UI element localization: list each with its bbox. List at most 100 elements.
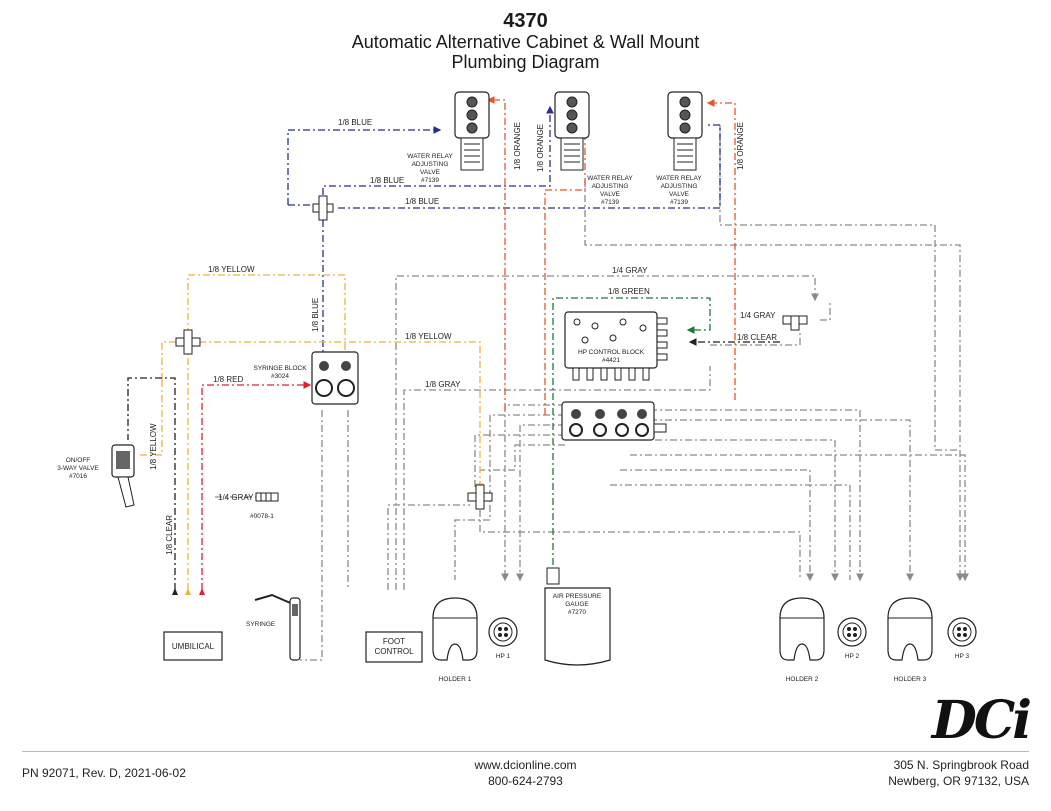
valve-1-label: WATER RELAY ADJUSTING VALVE #7139 (407, 153, 453, 184)
syringe-handpiece (254, 593, 301, 661)
svg-text:WATER RELAY: WATER RELAY (407, 153, 453, 160)
holder-1-label: HOLDER 1 (439, 676, 472, 683)
air-pressure-gauge (544, 567, 611, 666)
diagram-subtitle: Plumbing Diagram (451, 52, 600, 72)
label-clear-right: 1/8 CLEAR (737, 333, 777, 342)
barb-fitting (255, 492, 279, 502)
svg-text:#7139: #7139 (601, 199, 619, 206)
onoff-3way-valve (111, 444, 135, 508)
holder-3-shape (887, 597, 933, 661)
svg-text:HP CONTROL BLOCK: HP CONTROL BLOCK (578, 349, 645, 356)
part-number: PN 92071, Rev. D, 2021-06-02 (22, 766, 186, 780)
air-gauge-label: AIR PRESSURE GAUGE #7270 (553, 593, 602, 616)
blue-lines (287, 105, 721, 355)
svg-text:ADJUSTING: ADJUSTING (661, 183, 698, 190)
label-orange-3: 1/8 ORANGE (736, 122, 745, 170)
gray-tee-fitting (467, 484, 493, 510)
yellow-tee-fitting (175, 329, 201, 355)
svg-text:AIR PRESSURE: AIR PRESSURE (553, 593, 602, 600)
footer-divider (22, 751, 1029, 752)
water-relay-valve-3 (667, 91, 703, 171)
label-orange-2: 1/8 ORANGE (536, 124, 545, 172)
address: 305 N. Springbrook Road Newberg, OR 9713… (888, 757, 1029, 789)
holder-3-label: HOLDER 3 (894, 676, 927, 683)
label-yellow-top: 1/8 YELLOW (208, 265, 255, 274)
clear-lines (127, 338, 780, 590)
dci-logo: DCi (931, 690, 1032, 751)
svg-text:#3024: #3024 (271, 373, 289, 380)
svg-text:ON/OFF: ON/OFF (66, 457, 91, 464)
hp-control-block-label: HP CONTROL BLOCK #4421 (578, 349, 645, 364)
svg-text:WATER RELAY: WATER RELAY (587, 175, 633, 182)
holder-1-shape (432, 597, 478, 661)
syringe-block-label: SYRINGE BLOCK #3024 (253, 365, 307, 380)
svg-text:#7139: #7139 (670, 199, 688, 206)
foot-control-box (365, 631, 423, 663)
right-tee-fitting (782, 315, 808, 331)
svg-text:#4421: #4421 (602, 357, 620, 364)
umbilical-label: UMBILICAL (172, 642, 215, 651)
address-line-2: Newberg, OR 97132, USA (888, 774, 1029, 788)
label-yellow-mid: 1/8 YELLOW (405, 332, 452, 341)
label-red: 1/8 RED (213, 375, 243, 384)
manifold-block (561, 401, 667, 441)
title-block: 4370 Automatic Alternative Cabinet & Wal… (0, 10, 1051, 72)
hp-2-label: HP 2 (845, 653, 860, 660)
valve-2-label: WATER RELAY ADJUSTING VALVE #7139 (587, 175, 633, 206)
holder-2-label: HOLDER 2 (786, 676, 819, 683)
umbilical-box (163, 631, 223, 661)
contact-info: www.dcionline.com 800-624-2793 (0, 757, 1051, 789)
umbilical-arrows (172, 588, 205, 595)
hp-3-label: HP 3 (955, 653, 970, 660)
orange-lines (486, 96, 736, 415)
yellow-lines (140, 274, 484, 590)
label-clear-vertical: 1/8 CLEAR (165, 515, 174, 555)
label-gray-fitting: 1/4 GRAY (218, 493, 254, 502)
hp-1-label: HP 1 (496, 653, 511, 660)
svg-text:GAUGE: GAUGE (565, 601, 589, 608)
svg-text:VALVE: VALVE (669, 191, 690, 198)
label-gray-mid: 1/8 GRAY (425, 380, 461, 389)
label-green: 1/8 GREEN (608, 287, 650, 296)
syringe-label: SYRINGE (246, 621, 276, 628)
hp-1-connector (488, 617, 518, 647)
label-yellow-vertical: 1/8 YELLOW (149, 423, 158, 470)
label-blue-vertical: 1/8 BLUE (311, 298, 320, 332)
svg-text:WATER RELAY: WATER RELAY (656, 175, 702, 182)
svg-text:ADJUSTING: ADJUSTING (592, 183, 629, 190)
svg-text:VALVE: VALVE (420, 169, 441, 176)
green-lines (552, 297, 711, 580)
svg-text:#7139: #7139 (421, 177, 439, 184)
foot-control-label: FOOT CONTROL (374, 637, 414, 656)
fitting-label: #0078-1 (250, 513, 274, 520)
phone-number: 800-624-2793 (488, 774, 563, 788)
svg-text:#7270: #7270 (568, 609, 586, 616)
syringe-block (311, 351, 359, 405)
svg-text:VALVE: VALVE (600, 191, 621, 198)
svg-text:SYRINGE BLOCK: SYRINGE BLOCK (253, 365, 307, 372)
address-line-1: 305 N. Springbrook Road (893, 758, 1029, 772)
red-lines (201, 381, 312, 590)
blue-tee-fitting (312, 195, 334, 221)
water-relay-valve-1 (454, 91, 490, 171)
model-number: 4370 (503, 10, 548, 32)
label-gray-right: 1/4 GRAY (740, 311, 776, 320)
svg-text:#7016: #7016 (69, 473, 87, 480)
valve-3-label: WATER RELAY ADJUSTING VALVE #7139 (656, 175, 702, 206)
hp-2-connector (837, 617, 867, 647)
svg-text:ADJUSTING: ADJUSTING (412, 161, 449, 168)
website-link[interactable]: www.dcionline.com (474, 758, 577, 772)
diagram-title: Automatic Alternative Cabinet & Wall Mou… (351, 32, 700, 52)
svg-text:FOOT: FOOT (383, 637, 405, 646)
onoff-valve-label: ON/OFF 3-WAY VALVE #7016 (57, 457, 99, 480)
hp-control-block (564, 311, 668, 381)
label-blue-1: 1/8 BLUE (338, 118, 372, 127)
gray-lines (215, 125, 969, 661)
water-relay-valve-2 (554, 91, 590, 171)
holder-2-shape (779, 597, 825, 661)
svg-text:CONTROL: CONTROL (374, 647, 414, 656)
label-gray-top: 1/4 GRAY (612, 266, 648, 275)
label-blue-3: 1/8 BLUE (405, 197, 439, 206)
svg-text:3-WAY VALVE: 3-WAY VALVE (57, 465, 99, 472)
